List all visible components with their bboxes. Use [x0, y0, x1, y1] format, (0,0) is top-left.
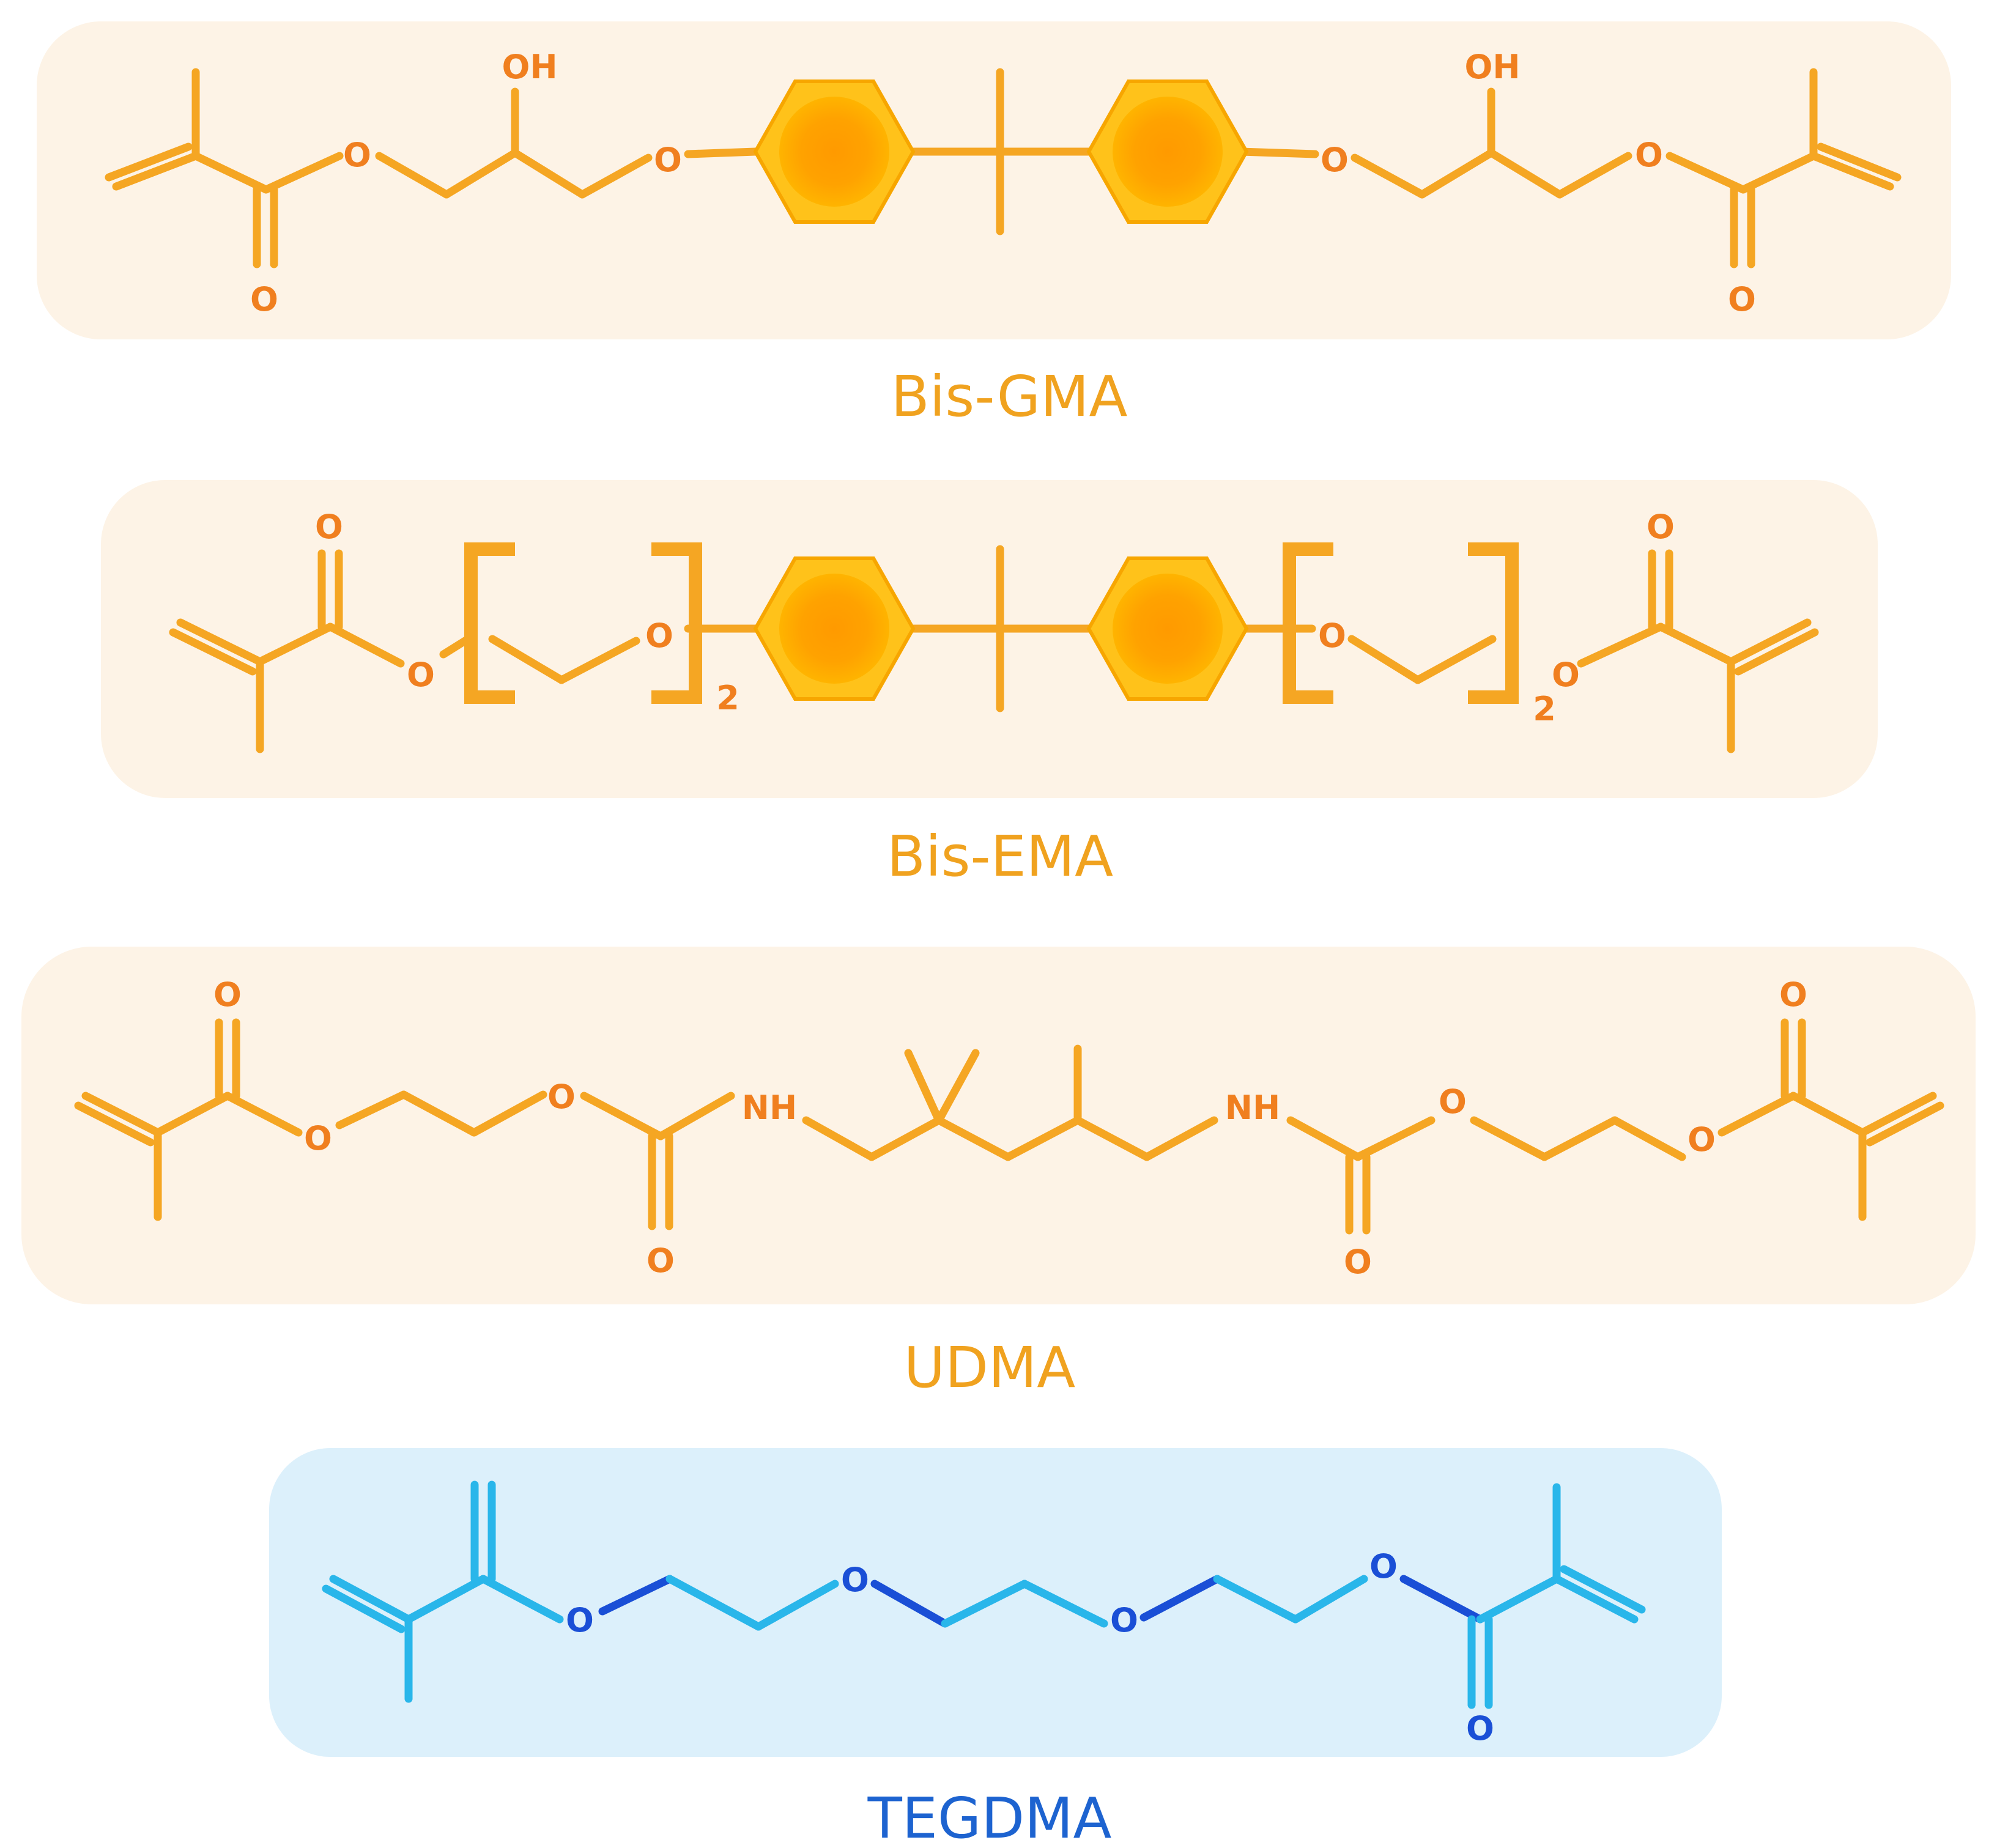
udma-o-carbamate-right: O: [1439, 1082, 1467, 1121]
bis-gma-o-ether-left: O: [654, 141, 682, 179]
bis-ema-right-open-bracket: [1283, 542, 1333, 704]
tegdma-o-ester-right: O: [1369, 1547, 1398, 1586]
bis-gma-bonds: [105, 68, 1902, 268]
udma-name: UDMA: [904, 1335, 1076, 1400]
bis-ema-structure: O O O O O O 2 2 Bis-EMA: [101, 480, 1878, 889]
bis-ema-left-ring-inner: [779, 574, 889, 684]
udma-o-ester-right: O: [1688, 1120, 1716, 1159]
udma-bonds: [74, 1018, 1944, 1235]
bis-gma-o-carbonyl-right: O: [1728, 280, 1756, 319]
bis-gma-panel: [37, 21, 1951, 339]
bis-gma-right-ring-inner: [1113, 97, 1223, 207]
udma-o-carbonyl-4: O: [1779, 975, 1807, 1014]
bis-gma-atom-labels: OH OH O O O O O O: [250, 48, 1756, 319]
bis-gma-phenyl-rings: [753, 79, 1249, 224]
tegdma-o-carbonyl: O: [1466, 1709, 1494, 1748]
bis-ema-atom-labels: O O O O O O 2 2: [315, 508, 1675, 728]
bis-gma-left-ring-inner: [779, 97, 889, 207]
bis-ema-left-open-bracket: [464, 542, 515, 704]
tegdma-o-ether-2: O: [1110, 1601, 1138, 1639]
bis-gma-oh-left: OH: [502, 48, 557, 86]
udma-atom-labels: O O O O O O O O NH NH: [213, 975, 1807, 1281]
bis-ema-left-close-bracket: [651, 542, 702, 704]
udma-nh-right: NH: [1225, 1088, 1280, 1127]
tegdma-o-ether-1: O: [841, 1561, 869, 1599]
tegdma-bonds: [322, 1480, 1646, 1709]
tegdma-structure: O O O O O TEGDMA: [269, 1448, 1722, 1848]
bis-ema-panel: [101, 480, 1878, 798]
udma-o-carbonyl-3: O: [1344, 1243, 1372, 1281]
bis-gma-oh-right: OH: [1464, 48, 1520, 86]
udma-o-carbonyl-2: O: [647, 1241, 675, 1280]
udma-o-carbonyl-1: O: [213, 975, 242, 1014]
bis-gma-o-ether-right: O: [1321, 141, 1349, 179]
bis-gma-o-ester-right: O: [1635, 136, 1663, 174]
bis-ema-o-carbonyl-right: O: [1647, 508, 1675, 546]
tegdma-atom-labels: O O O O O: [566, 1547, 1494, 1748]
bis-ema-o-bracket-left: O: [645, 616, 673, 655]
bis-ema-brackets: [464, 542, 1519, 704]
bis-ema-bonds: [169, 545, 1819, 753]
bis-gma-name: Bis-GMA: [891, 364, 1128, 429]
udma-panel: [21, 947, 1976, 1304]
bis-ema-o-carbonyl-left: O: [315, 508, 343, 546]
bis-ema-phenyl-rings: [753, 556, 1249, 701]
bis-ema-subscript-left: 2: [716, 679, 739, 717]
bis-ema-right-close-bracket: [1468, 542, 1519, 704]
bis-ema-o-bracket-right: O: [1318, 616, 1346, 655]
tegdma-name: TEGDMA: [867, 1786, 1112, 1848]
udma-o-ester-left: O: [304, 1119, 332, 1158]
bis-ema-o-ester-left: O: [407, 656, 435, 694]
bis-gma-structure: OH OH O O O O O O Bis-GMA: [37, 21, 1951, 429]
bis-ema-o-ester-right: O: [1552, 656, 1580, 694]
udma-nh-left: NH: [742, 1088, 797, 1127]
udma-o-carbamate-left: O: [547, 1077, 576, 1116]
bis-ema-name: Bis-EMA: [887, 824, 1113, 889]
bis-ema-right-ring-inner: [1113, 574, 1223, 684]
bis-gma-o-ester-left: O: [343, 136, 371, 174]
bis-gma-o-carbonyl-left: O: [250, 280, 278, 319]
udma-structure: O O O O O O O O NH NH UDMA: [21, 947, 1976, 1400]
tegdma-o-ester-left: O: [566, 1601, 594, 1639]
bis-ema-subscript-right: 2: [1533, 690, 1556, 728]
